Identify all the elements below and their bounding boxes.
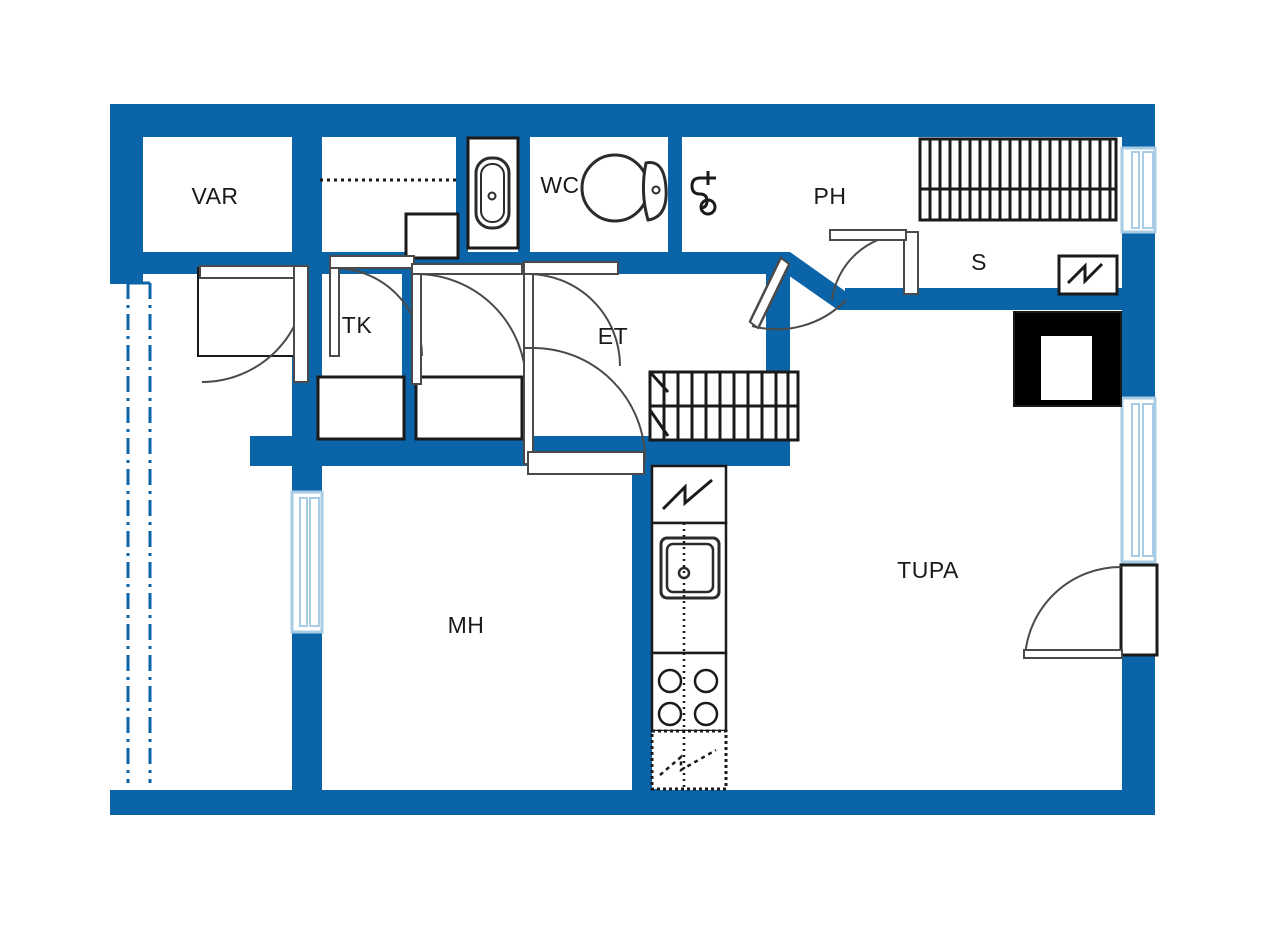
- room-label-ph: PH: [814, 183, 847, 209]
- door-tk: [329, 255, 423, 357]
- room-label-var: VAR: [191, 183, 238, 209]
- kitchen-fridge: [650, 464, 728, 525]
- wall-exterior-right-upper: [1122, 104, 1155, 150]
- door-sauna: [829, 229, 919, 301]
- room-labels-group: VAR WC PH S TK ET MH TUPA: [191, 172, 986, 638]
- wall-exterior-right-lower: [1122, 653, 1155, 815]
- room-label-tupa: TUPA: [897, 557, 959, 583]
- door-ph-diagonal: [748, 256, 847, 331]
- floor-drain-icon: [690, 171, 717, 216]
- room-label-tk: TK: [342, 312, 373, 338]
- kitchen-sink-inner: [665, 542, 715, 594]
- door-et-lower: [523, 347, 646, 475]
- cabinet-right: [414, 375, 524, 441]
- doors-group: [199, 229, 1159, 659]
- door-et-upper: [523, 261, 621, 367]
- room-label-s: S: [971, 249, 987, 275]
- fireplace-icon: [1013, 311, 1122, 407]
- window-left-mh: [290, 490, 324, 634]
- stairs-et: [648, 370, 800, 442]
- room-label-et: ET: [598, 323, 628, 349]
- sauna-heater-icon: [1057, 254, 1119, 296]
- washbasin-icon: [466, 136, 520, 250]
- room-label-mh: MH: [448, 612, 485, 638]
- kitchen-unit: [650, 464, 728, 791]
- sauna-benches: [918, 137, 1118, 222]
- windows-group: [290, 146, 1157, 634]
- washing-machine: [404, 212, 460, 260]
- toilet-icon: [580, 153, 668, 223]
- wall-exterior-right-mid: [1122, 228, 1155, 400]
- window-top-right: [1120, 146, 1157, 234]
- window-right-tupa: [1120, 396, 1157, 564]
- wall-exterior-top: [110, 104, 1155, 137]
- wall-wc-right: [518, 126, 530, 254]
- door-tupa-exterior: [1023, 563, 1159, 659]
- wall-var-right: [292, 126, 322, 254]
- terrace-outline: [126, 281, 152, 783]
- wall-ph-left: [668, 126, 682, 254]
- cabinet-left: [316, 375, 406, 441]
- door-var-to-hall: [199, 265, 309, 383]
- room-label-wc: WC: [540, 172, 579, 198]
- closet-var-side: [197, 267, 303, 357]
- dishwasher: [650, 729, 728, 791]
